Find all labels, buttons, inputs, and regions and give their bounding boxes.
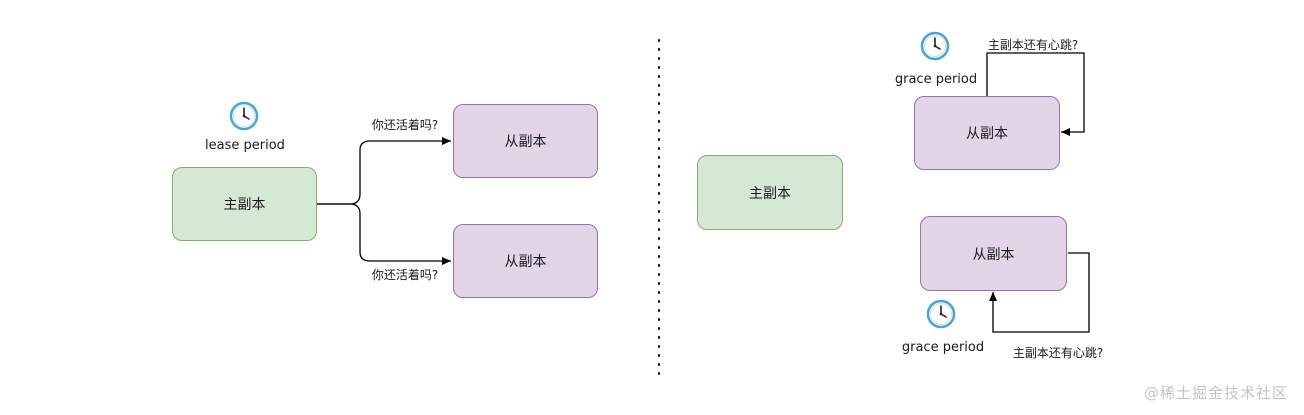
heartbeat-label-bottom: 主副本还有心跳?	[1012, 346, 1104, 360]
primary-replica-node: 主副本	[172, 167, 317, 241]
primary-replica-node-right: 主副本	[697, 155, 843, 230]
connector-primary-to-replica-bottom	[317, 203, 451, 265]
secondary-replica-node-right-top: 从副本	[914, 96, 1060, 170]
clock-icon	[920, 31, 950, 61]
secondary-replica-node-top: 从副本	[453, 104, 598, 178]
heartbeat-loop-top	[986, 52, 1085, 136]
edge-label-alive-bottom: 你还活着吗?	[371, 268, 439, 282]
secondary-replica-node-bottom: 从副本	[453, 224, 598, 298]
secondary-replica-label: 从副本	[504, 134, 547, 150]
secondary-replica-label: 从副本	[972, 246, 1015, 263]
primary-replica-label: 主副本	[749, 185, 791, 202]
lease-period-label: lease period	[205, 138, 285, 153]
secondary-replica-label: 从副本	[966, 126, 1008, 142]
secondary-replica-node-right-bottom: 从副本	[920, 216, 1067, 291]
clock-icon	[926, 299, 956, 329]
heartbeat-label-top: 主副本还有心跳?	[987, 38, 1079, 52]
primary-replica-label: 主副本	[223, 197, 266, 213]
heartbeat-loop-bottom	[989, 252, 1090, 333]
grace-period-label-bottom: grace period	[901, 340, 985, 355]
connector-primary-to-replica-top	[317, 137, 451, 205]
edge-label-alive-top: 你还活着吗?	[371, 118, 439, 132]
secondary-replica-label: 从副本	[504, 254, 547, 270]
grace-period-label-top: grace period	[894, 72, 978, 87]
watermark: @稀土掘金技术社区	[1143, 384, 1288, 402]
clock-icon	[229, 101, 259, 131]
